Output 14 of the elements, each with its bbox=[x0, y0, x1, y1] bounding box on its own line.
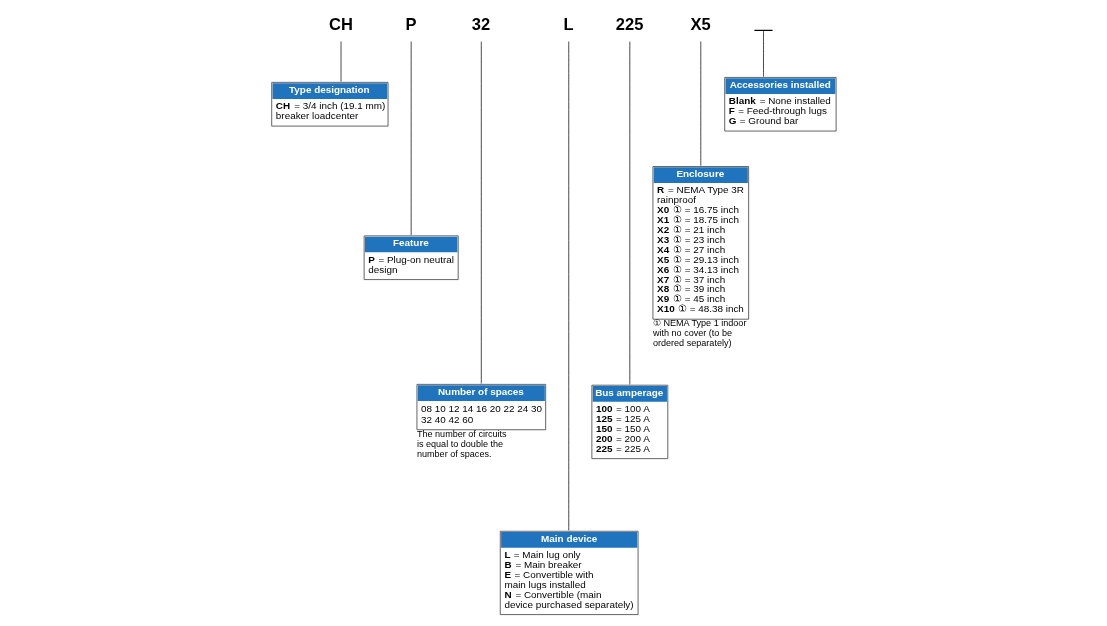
node-text: CH bbox=[329, 14, 353, 33]
connector bbox=[340, 41, 342, 82]
node-text: X5 bbox=[690, 14, 711, 33]
node-label: ① NEMA Type 1 indoor with no cover (to be ordered separately) bbox=[652, 318, 747, 349]
node-text: 32 bbox=[471, 14, 491, 33]
node-label: The number of circuits is equal to double the number of spaces. bbox=[416, 429, 507, 459]
connector bbox=[480, 41, 482, 384]
connector bbox=[763, 30, 764, 77]
node-text: P bbox=[405, 14, 417, 33]
node-text: L bbox=[563, 14, 574, 33]
node-bar bbox=[753, 29, 774, 31]
connector bbox=[700, 41, 702, 167]
node-text: 225 bbox=[615, 14, 644, 33]
connector bbox=[568, 41, 570, 531]
